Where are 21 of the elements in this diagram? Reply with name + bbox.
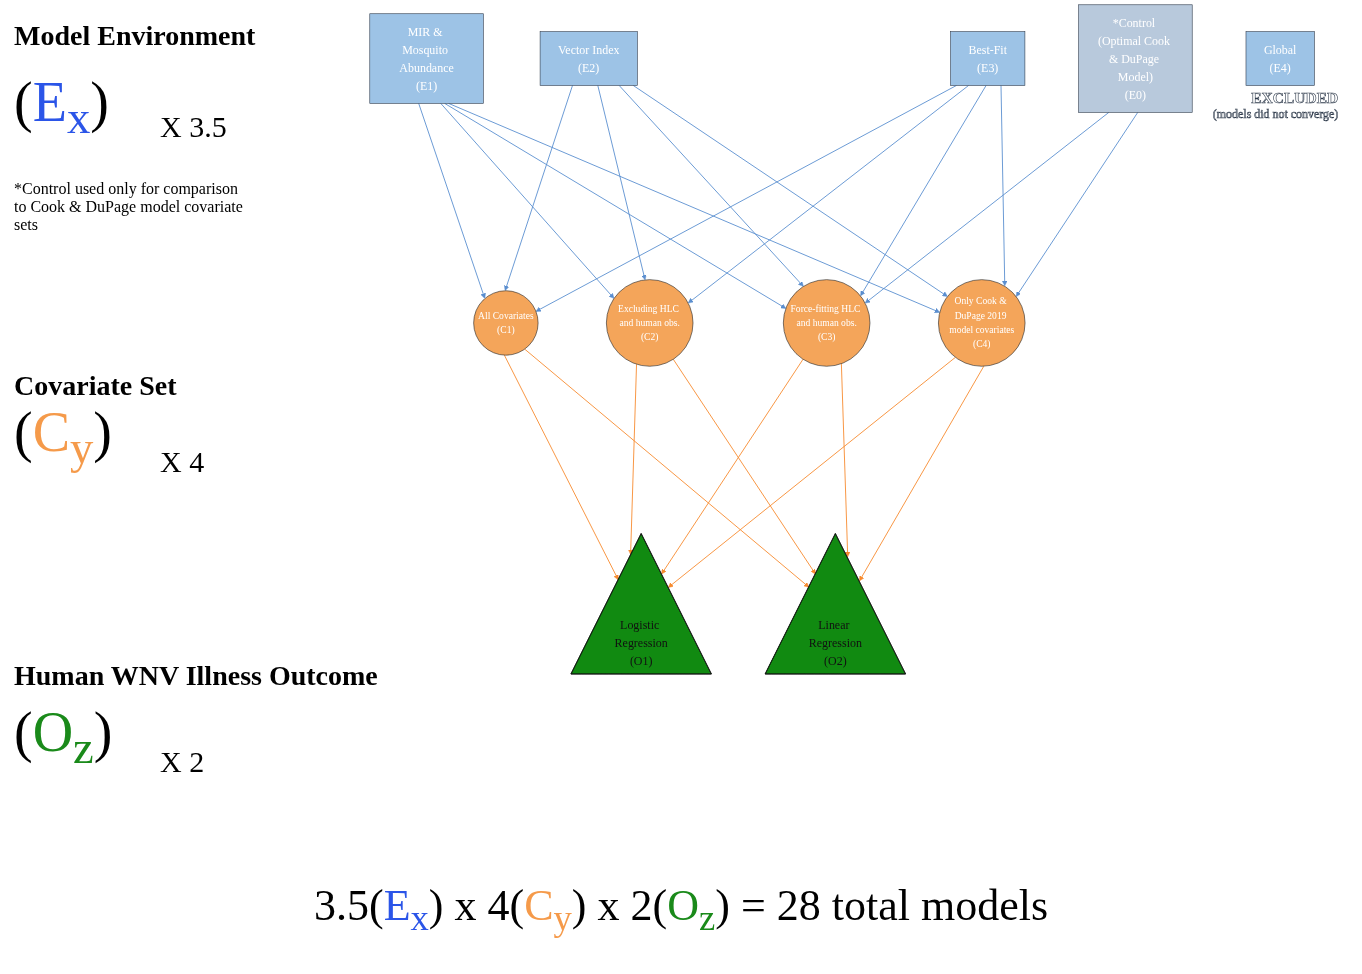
node-circle: All Covariates (C1) <box>473 290 539 356</box>
caption: 3.5(E$_{x}$) x 4(C$_{y}$) x 2(O$_{z}$) = 28 total models <box>313 880 1049 940</box>
node-circle: Excluding HLC and human obs. (C2) <box>606 279 694 367</box>
node-box: *Control (Optimal Cook & DuPage Model) (E0) <box>1078 4 1193 113</box>
excluded-note: EXCLUDED (models did not converge) <box>1212 89 1339 121</box>
node-box: Global (E4) <box>1245 31 1315 86</box>
footnote: *Control used only for comparison to Cook & DuPage model covariate sets <box>14 180 244 234</box>
variable-symbol: (E$_{x}$) <box>14 70 109 145</box>
section-heading: Human WNV Illness Outcome <box>14 660 378 692</box>
multiplier: X 2 <box>160 745 205 779</box>
node-box: Best-Fit (E3) <box>950 31 1026 86</box>
node-circle: Force-fitting HLC and human obs. (C3) <box>783 279 871 367</box>
variable-symbol: (O$_{z}$) <box>14 700 113 775</box>
node-box: Vector Index (E2) <box>539 31 638 86</box>
node-box: MIR & Mosquito Abundance (E1) <box>369 13 484 104</box>
node-circle: Only Cook & DuPage 2019 model covariates (C4) <box>938 279 1026 367</box>
section-heading: Covariate Set <box>14 370 177 402</box>
variable-symbol: (C$_{y}$) <box>14 400 112 475</box>
multiplier: X 4 <box>160 445 205 479</box>
section-heading: Model Environment <box>14 20 256 52</box>
multiplier: X 3.5 <box>160 110 227 144</box>
